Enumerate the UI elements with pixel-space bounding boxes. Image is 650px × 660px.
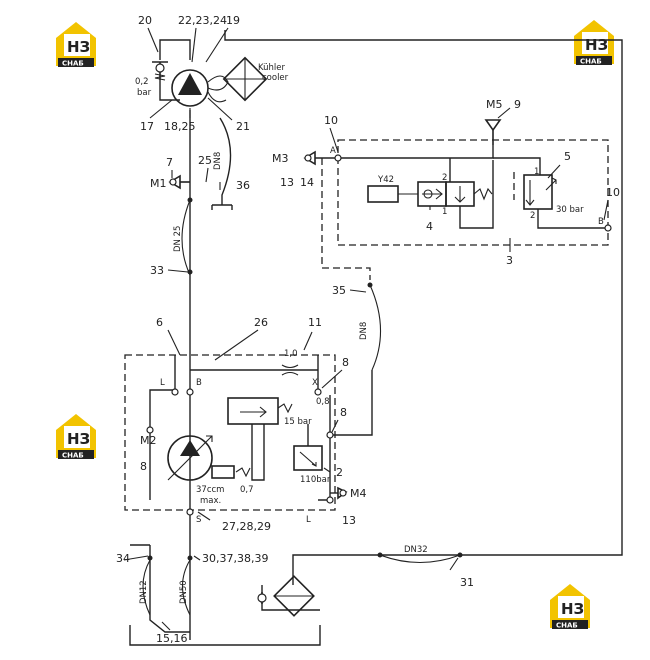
label-port-l-b: L (306, 515, 311, 525)
label-2b: 2 (530, 211, 535, 221)
label-19: 19 (226, 14, 240, 27)
label-dn50: DN50 (179, 580, 189, 604)
label-m3: M3 (272, 152, 289, 165)
logo-top-right: НЗ СНАБ (574, 20, 614, 66)
label-5: 5 (564, 150, 571, 163)
label-35: 35 (332, 284, 346, 297)
svg-text:НЗ: НЗ (585, 36, 608, 54)
label-orifice-07: 0,7 (240, 485, 254, 495)
label-port-a: A (330, 146, 336, 156)
svg-text:НЗ: НЗ (67, 430, 90, 448)
label-bar-unit: bar (137, 88, 152, 98)
label-3: 3 (506, 254, 513, 267)
svg-text:НЗ: НЗ (67, 38, 90, 56)
label-orifice-10: 1,0 (284, 349, 298, 359)
label-17: 17 (140, 120, 154, 133)
label-33: 33 (150, 264, 164, 277)
label-27-29: 27,28,29 (222, 520, 271, 533)
label-2c: 2 (336, 466, 343, 479)
label-port-b: B (598, 217, 604, 227)
label-kuhler: Kühler (258, 63, 286, 73)
dn50-hose (181, 559, 191, 616)
label-8c: 8 (140, 460, 147, 473)
label-port-l-a: L (160, 378, 165, 388)
label-m1: M1 (150, 177, 167, 190)
dn12-hose (142, 559, 151, 616)
label-dn25: DN 25 (173, 226, 183, 252)
test-point-m5 (484, 119, 502, 145)
label-dn8-mid: DN8 (359, 322, 369, 340)
label-14: 14 (300, 176, 314, 189)
dn32-hose (379, 554, 461, 564)
label-dn32: DN32 (404, 545, 428, 555)
filter (257, 575, 315, 617)
diagram-labels: 20 22,23,24 19 0,2 bar Kühler cooler 17 … (116, 14, 620, 645)
label-m2: M2 (140, 434, 157, 447)
check-valve-20 (152, 61, 168, 81)
pump-assembly (124, 354, 348, 516)
svg-text:СНАБ: СНАБ (580, 58, 602, 66)
label-orifice-08: 0,8 (316, 397, 330, 407)
dn8-hose-mid (369, 284, 382, 371)
svg-text:НЗ: НЗ (561, 600, 584, 618)
label-9: 9 (514, 98, 521, 111)
label-34: 34 (116, 552, 130, 565)
test-point-m1 (168, 174, 190, 190)
main-pipes (129, 30, 623, 646)
label-m5: M5 (486, 98, 503, 111)
svg-text:СНАБ: СНАБ (62, 60, 84, 68)
label-26: 26 (254, 316, 268, 329)
logo-bottom-right: НЗ СНАБ (550, 584, 590, 630)
label-25: 25 (198, 154, 212, 167)
label-port-x: X (312, 378, 318, 388)
label-m4: M4 (350, 487, 367, 500)
pilot-line (321, 158, 371, 280)
label-37ccm: 37ccm (196, 485, 224, 495)
svg-text:СНАБ: СНАБ (62, 452, 84, 460)
label-11: 11 (308, 316, 322, 329)
label-2a: 2 (442, 173, 447, 183)
label-bar-value: 0,2 (135, 77, 149, 87)
label-31: 31 (460, 576, 474, 589)
label-4: 4 (426, 220, 433, 233)
leader-6 (167, 329, 181, 356)
leader-26 (214, 329, 259, 361)
label-cooler: cooler (262, 73, 289, 83)
label-13a: 13 (280, 176, 294, 189)
label-dn12: DN12 (139, 580, 149, 604)
label-1b: 1 (534, 167, 539, 177)
leader-lines (123, 27, 609, 631)
label-dn8-top: DN8 (213, 152, 223, 170)
label-21: 21 (236, 120, 250, 133)
label-1a: 1 (442, 207, 447, 217)
label-y42: Y42 (377, 175, 394, 185)
label-15bar: 15 bar (284, 417, 312, 427)
label-7: 7 (166, 156, 173, 169)
valve-block-3 (334, 139, 612, 246)
svg-text:СНАБ: СНАБ (556, 622, 578, 630)
label-22-24: 22,23,24 (178, 14, 227, 27)
label-max: max. (200, 496, 221, 506)
label-6: 6 (156, 316, 163, 329)
label-10b: 10 (606, 186, 620, 199)
label-port-s: S (196, 515, 201, 525)
test-point-m3 (303, 150, 338, 166)
label-13b: 13 (342, 514, 356, 527)
label-30-39: 30,37,38,39 (202, 552, 268, 565)
label-110bar: 110bar (300, 475, 331, 485)
label-18-25: 18,25 (164, 120, 196, 133)
cooler-fan (171, 56, 268, 107)
label-20: 20 (138, 14, 152, 27)
logo-top-left: НЗ СНАБ (56, 22, 96, 68)
logo-mid-left: НЗ СНАБ (56, 414, 96, 460)
label-8b: 8 (340, 406, 347, 419)
label-15-16: 15,16 (156, 632, 188, 645)
label-36: 36 (236, 179, 250, 192)
label-30bar: 30 bar (556, 205, 584, 215)
label-8a: 8 (342, 356, 349, 369)
label-10a: 10 (324, 114, 338, 127)
dn25-hose (181, 199, 191, 276)
label-port-b-pump: B (196, 378, 202, 388)
